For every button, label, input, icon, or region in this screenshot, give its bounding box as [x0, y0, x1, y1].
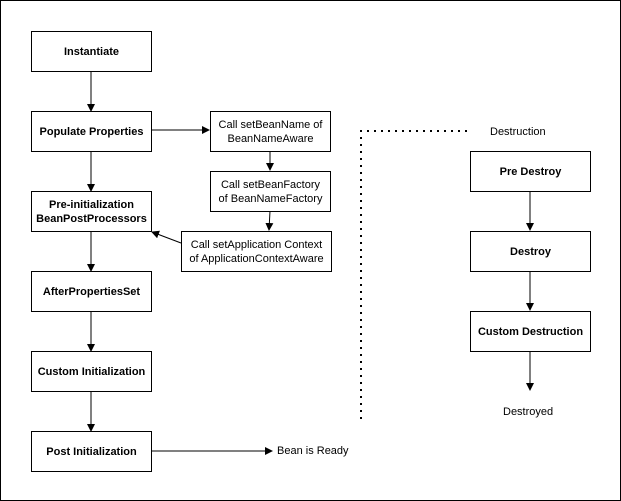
instantiate-label: Instantiate: [63, 45, 119, 58]
set-bean-name-label-1: Call setBeanName of: [218, 118, 323, 131]
bean-ready-label: Bean is Ready: [277, 445, 349, 457]
arrow-beanfactory-appcontext: [265, 210, 274, 231]
set-application-context-node: Call setApplication Context of Applicati…: [181, 231, 332, 272]
after-properties-set-node: AfterPropertiesSet: [31, 271, 152, 312]
pre-initialization-node: Pre-initialization BeanPostProcessors: [31, 191, 152, 232]
instantiate-node: Instantiate: [31, 31, 152, 72]
pre-destroy-node: Pre Destroy: [470, 151, 591, 192]
after-properties-set-label: AfterPropertiesSet: [42, 285, 141, 298]
pre-initialization-label-2: BeanPostProcessors: [36, 212, 147, 225]
destroy-label: Destroy: [510, 245, 551, 258]
post-initialization-label: Post Initialization: [46, 445, 137, 458]
set-application-context-label-2: of ApplicationContextAware: [189, 252, 324, 265]
post-initialization-node: Post Initialization: [31, 431, 152, 472]
pre-destroy-label: Pre Destroy: [499, 165, 562, 178]
custom-destruction-label: Custom Destruction: [477, 325, 584, 338]
set-bean-factory-node: Call setBeanFactory of BeanNameFactory: [210, 171, 331, 212]
set-bean-name-node: Call setBeanName of BeanNameAware: [210, 111, 331, 152]
destruction-separator: [360, 130, 469, 419]
set-application-context-label-1: Call setApplication Context: [190, 238, 323, 251]
destruction-label: Destruction: [490, 126, 546, 138]
pre-initialization-label-1: Pre-initialization: [49, 198, 134, 211]
populate-properties-node: Populate Properties: [31, 111, 152, 152]
populate-properties-label: Populate Properties: [39, 125, 144, 138]
custom-destruction-node: Custom Destruction: [470, 311, 591, 352]
destroyed-label: Destroyed: [503, 406, 554, 418]
custom-initialization-label: Custom Initialization: [37, 365, 146, 378]
destroy-node: Destroy: [470, 231, 591, 272]
arrow-appcontext-preinit: [151, 230, 182, 244]
set-bean-factory-label-2: of BeanNameFactory: [218, 192, 323, 205]
set-bean-factory-label-1: Call setBeanFactory: [220, 178, 321, 191]
set-bean-name-label-2: BeanNameAware: [227, 132, 314, 145]
custom-initialization-node: Custom Initialization: [31, 351, 152, 392]
